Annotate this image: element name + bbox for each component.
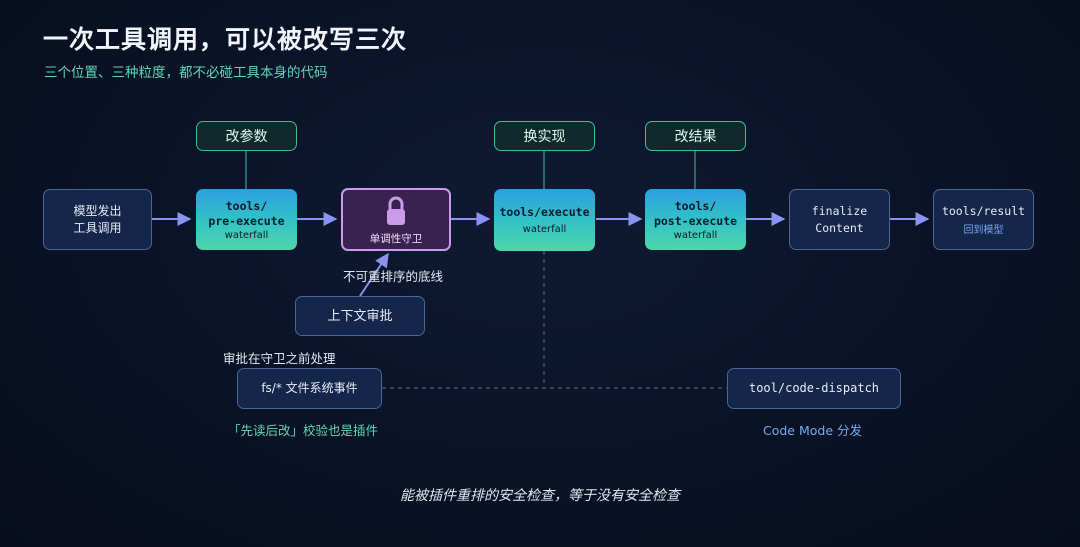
lock-icon	[387, 196, 405, 225]
node-finalize-line2: Content	[815, 220, 864, 235]
node-monotonic-guard: 单调性守卫	[341, 188, 451, 251]
tag-swap-impl-label: 换实现	[523, 129, 566, 145]
node-context-approval: 上下文审批	[295, 296, 425, 336]
node-post-execute: tools/ post-execute waterfall	[645, 189, 746, 250]
node-code-dispatch: tool/code-dispatch	[727, 368, 901, 409]
node-execute-line1: tools/execute	[499, 205, 590, 219]
node-pre-execute-line1: tools/	[225, 198, 268, 213]
node-tools-result-line1: tools/result	[941, 204, 1026, 218]
tag-modify-result-label: 改结果	[674, 129, 717, 145]
node-code-dispatch-label: tool/code-dispatch	[748, 381, 880, 395]
page-subtitle: 三个位置、三种粒度，都不必碰工具本身的代码	[44, 65, 328, 81]
node-context-approval-label: 上下文审批	[327, 308, 393, 324]
tag-modify-params: 改参数	[196, 121, 297, 151]
node-tools-result: tools/result 回到模型	[933, 189, 1034, 250]
node-fs-events-label: fs/* 文件系统事件	[261, 381, 358, 395]
approval-arrow	[359, 252, 389, 297]
node-post-execute-line2: post-execute	[653, 213, 738, 228]
node-pre-execute: tools/ pre-execute waterfall	[196, 189, 297, 250]
node-pre-execute-sub: waterfall	[224, 229, 269, 241]
approval-note: 审批在守卫之前处理	[223, 351, 336, 366]
fs-note: 「先读后改」校验也是插件	[228, 423, 379, 438]
node-finalize-line1: finalize	[811, 203, 868, 218]
node-post-execute-line1: tools/	[674, 198, 717, 213]
tag-swap-impl: 换实现	[494, 121, 595, 151]
footer-caption: 能被插件重排的安全检查，等于没有安全检查	[400, 488, 680, 504]
tag-modify-params-label: 改参数	[225, 129, 268, 145]
node-monotonic-guard-label: 单调性守卫	[369, 233, 423, 245]
node-model-call-line2: 工具调用	[73, 220, 122, 235]
guard-note: 不可重排序的底线	[343, 269, 444, 284]
node-model-call: 模型发出 工具调用	[43, 189, 152, 250]
node-execute: tools/execute waterfall	[494, 189, 595, 251]
node-execute-sub: waterfall	[522, 224, 567, 235]
tag-modify-result: 改结果	[645, 121, 746, 151]
dispatch-note: Code Mode 分发	[763, 423, 863, 438]
page-title: 一次工具调用，可以被改写三次	[43, 25, 408, 54]
node-model-call-line1: 模型发出	[73, 203, 122, 218]
node-fs-events: fs/* 文件系统事件	[237, 368, 382, 409]
node-pre-execute-line2: pre-execute	[208, 213, 285, 228]
node-finalize-content: finalize Content	[789, 189, 890, 250]
node-tools-result-sub: 回到模型	[963, 225, 1004, 236]
node-post-execute-sub: waterfall	[673, 229, 718, 241]
